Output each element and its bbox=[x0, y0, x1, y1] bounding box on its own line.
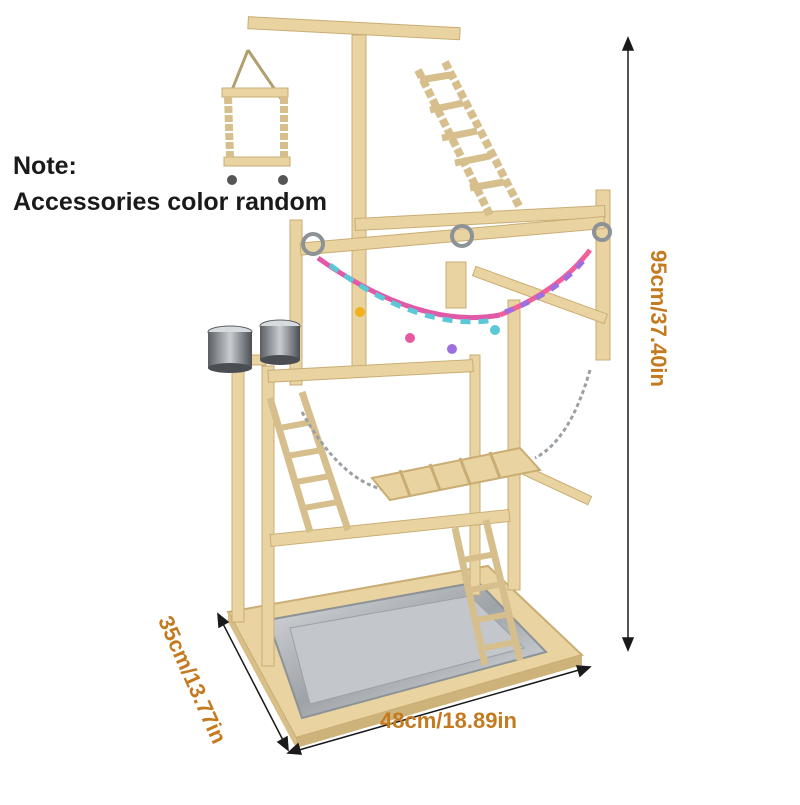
feeding-cups bbox=[207, 319, 301, 373]
width-dimension-label: 48cm/18.89in bbox=[380, 708, 517, 733]
rope-ladder bbox=[414, 60, 524, 217]
bead-swing bbox=[221, 49, 291, 185]
chain-bridge bbox=[300, 369, 592, 502]
side-ladder bbox=[266, 390, 352, 534]
height-dimension-label: 95cm/37.40in bbox=[646, 250, 671, 387]
bottom-ladder bbox=[451, 519, 524, 666]
dimension-arrows bbox=[217, 36, 635, 755]
note-text: Accessories color random bbox=[13, 188, 328, 216]
acrylic-chain-toy bbox=[316, 248, 592, 354]
wooden-bell-toy bbox=[445, 261, 467, 309]
note-block: Note: Accessories color random bbox=[13, 148, 327, 220]
note-title: Note: bbox=[13, 152, 77, 180]
metal-rings bbox=[301, 222, 612, 256]
